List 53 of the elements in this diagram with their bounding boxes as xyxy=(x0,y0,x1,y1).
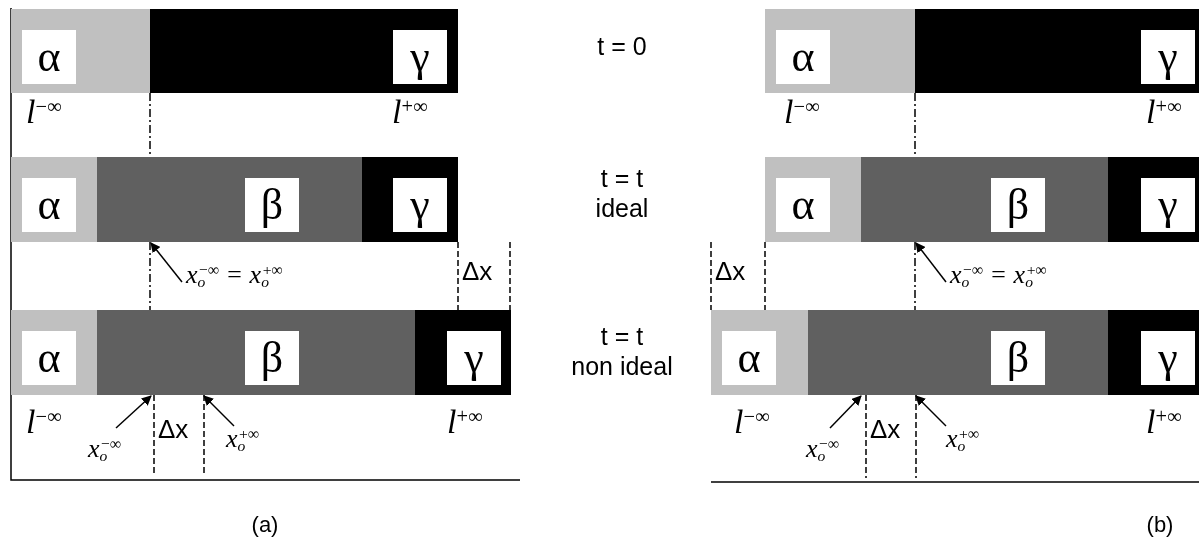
phase-region xyxy=(11,157,97,242)
phase-region xyxy=(1108,157,1199,242)
phase-region xyxy=(1108,310,1199,395)
phase-region xyxy=(362,157,458,242)
phase-letter: α xyxy=(776,178,830,232)
position-symbol: l$^{−∞}$ xyxy=(734,405,770,439)
panel-label: (b) xyxy=(1146,511,1174,539)
leader-arrow xyxy=(115,395,152,429)
leader-arrow xyxy=(150,242,183,283)
phase-region xyxy=(97,157,362,242)
phase-letter: α xyxy=(22,331,76,385)
position-symbol: l$^{+∞}$ xyxy=(1146,405,1182,439)
phase-letter: β xyxy=(245,331,299,385)
phase-letter: β xyxy=(991,331,1045,385)
leader-arrow xyxy=(915,395,947,427)
phase-region xyxy=(150,9,458,93)
panel-label: (a) xyxy=(251,511,279,539)
time-label: t = t xyxy=(600,321,644,352)
position-symbol: l$^{+∞}$ xyxy=(447,405,483,439)
position-symbol: l$^{+∞}$ xyxy=(1146,95,1182,129)
phase-letter: α xyxy=(22,30,76,84)
phase-letter: α xyxy=(776,30,830,84)
position-symbol: l$^{+∞}$ xyxy=(392,95,428,129)
leader-arrow xyxy=(829,395,862,429)
phase-region xyxy=(97,310,415,395)
phase-region xyxy=(11,310,97,395)
phase-region xyxy=(765,9,915,93)
time-label: non ideal xyxy=(571,351,673,382)
phase-letter: γ xyxy=(1141,178,1195,232)
leader-arrow xyxy=(203,395,235,427)
phase-letter: γ xyxy=(447,331,501,385)
position-symbol: l$^{−∞}$ xyxy=(26,95,62,129)
phase-letter: γ xyxy=(1141,331,1195,385)
phase-letter: β xyxy=(991,178,1045,232)
phase-region xyxy=(915,9,1199,93)
position-symbol: l$^{−∞}$ xyxy=(26,405,62,439)
phase-region xyxy=(711,310,808,395)
position-symbol: l$^{−∞}$ xyxy=(784,95,820,129)
phase-region xyxy=(861,157,1108,242)
phase-region xyxy=(11,9,150,93)
time-label: t = 0 xyxy=(597,31,647,62)
phase-letter: γ xyxy=(393,178,447,232)
phase-letter: α xyxy=(722,331,776,385)
phase-letter: α xyxy=(22,178,76,232)
phase-region xyxy=(765,157,861,242)
time-label: ideal xyxy=(595,193,649,224)
leader-arrow xyxy=(915,242,947,283)
phase-letter: β xyxy=(245,178,299,232)
phase-region xyxy=(415,310,511,395)
phase-letter: γ xyxy=(1141,30,1195,84)
time-label: t = t xyxy=(600,163,644,194)
phase-region xyxy=(808,310,1108,395)
phase-letter: γ xyxy=(393,30,447,84)
